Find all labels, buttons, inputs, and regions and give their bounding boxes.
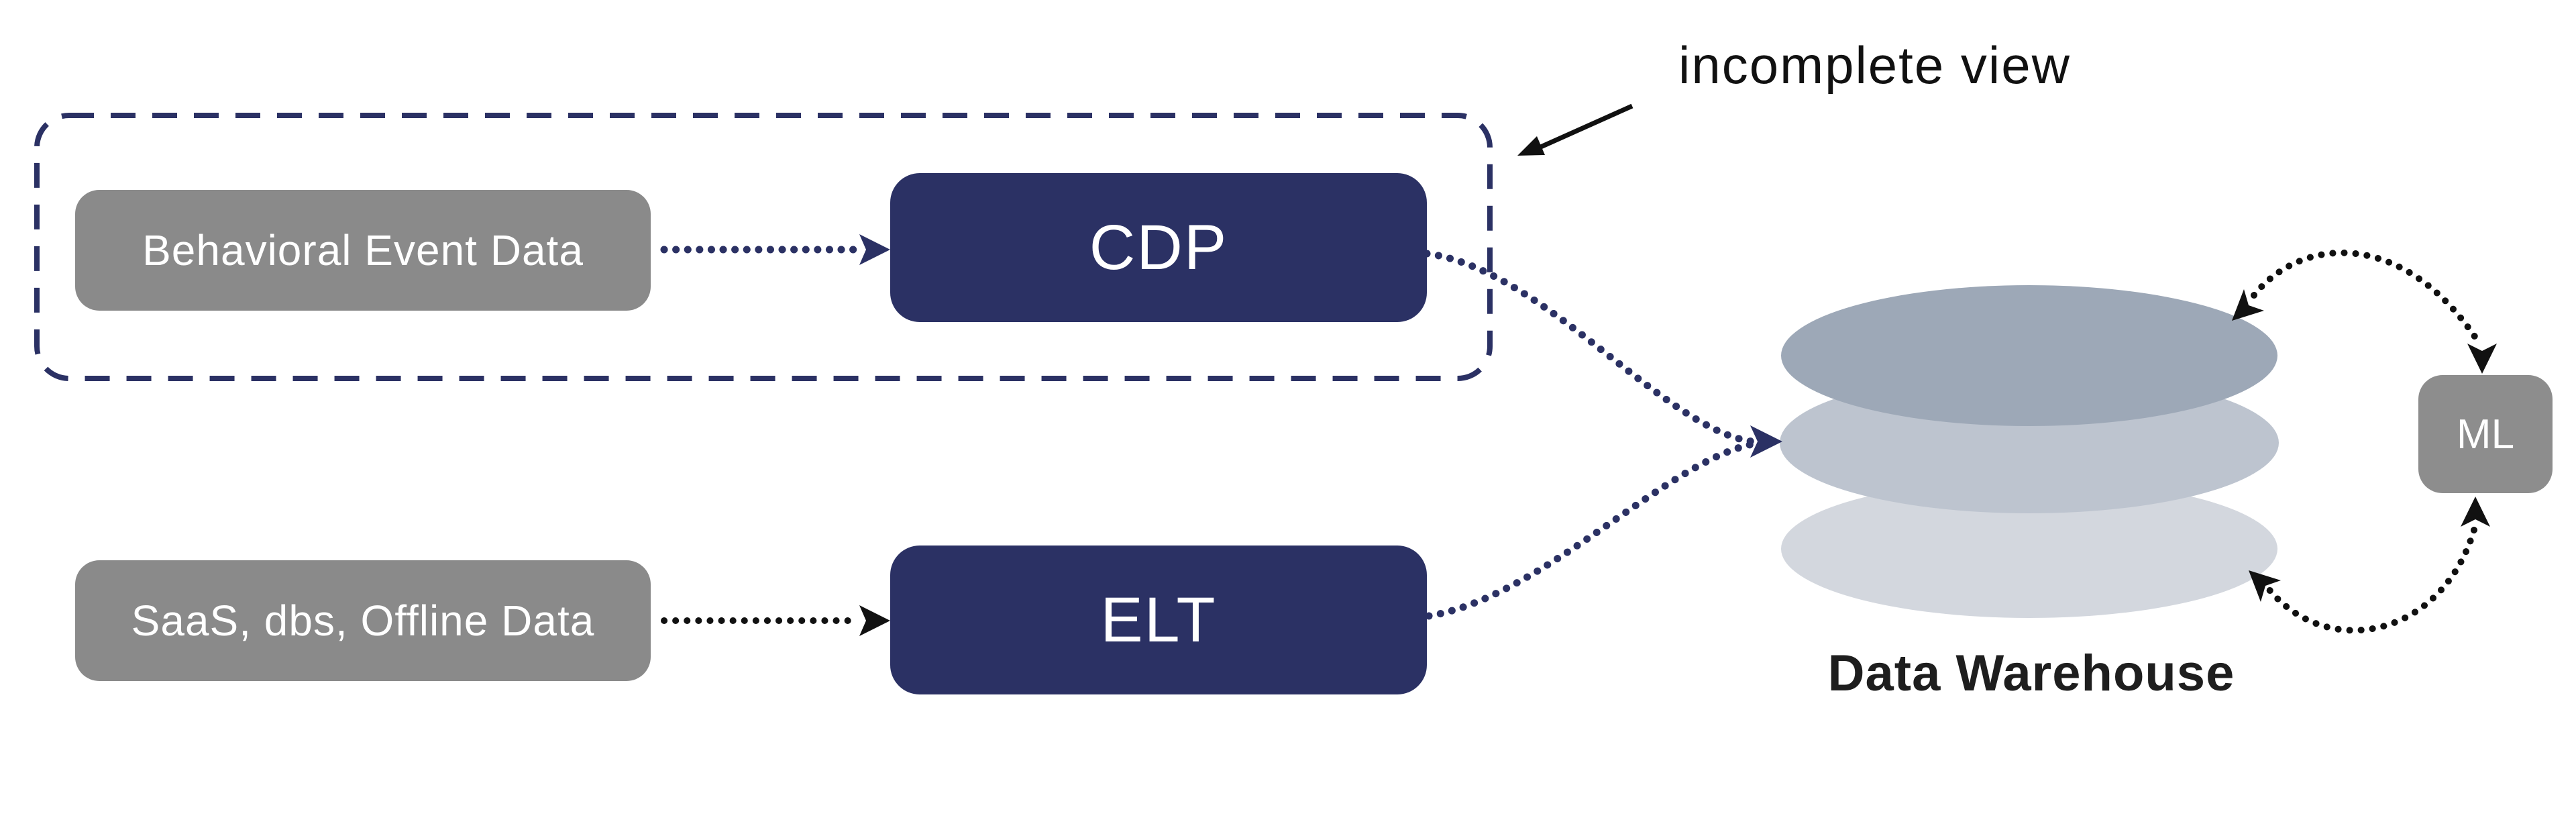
warehouse-to-ml-upper-curve (2251, 249, 2484, 349)
saas-dbs-offline-data-node: SaaS, dbs, Offline Data (75, 560, 651, 681)
lower-curve-ml-arrowhead-icon (2461, 497, 2490, 527)
upper-curve-disk-arrowhead-icon (2232, 289, 2264, 321)
cdp-node: CDP (890, 173, 1427, 322)
behavioral-to-cdp-arrowhead-icon (859, 234, 890, 265)
incomplete-view-pointer-arrowhead-icon (1517, 136, 1545, 156)
warehouse-disk-top (1781, 285, 2277, 426)
ml-label: ML (2456, 411, 2515, 458)
saas-to-elt-arrowhead-icon (859, 605, 890, 636)
incomplete-view-annotation: incomplete view (1678, 36, 2071, 95)
incomplete-view-pointer-line (1535, 103, 1633, 152)
elt-to-warehouse-curve (1425, 440, 1756, 620)
elt-node: ELT (890, 546, 1427, 694)
ml-node: ML (2418, 375, 2553, 493)
warehouse-disk-bottom (1781, 480, 2277, 618)
behavioral-event-data-label: Behavioral Event Data (142, 226, 584, 274)
elt-label: ELT (1100, 584, 1217, 656)
ml-to-warehouse-lower-curve (2265, 527, 2477, 634)
cdp-label: CDP (1089, 211, 1228, 283)
cdp-to-warehouse-curve (1423, 250, 1756, 446)
behavioral-event-data-node: Behavioral Event Data (75, 190, 651, 311)
upper-curve-ml-arrowhead-icon (2467, 344, 2497, 374)
warehouse-inbound-arrowhead-icon (1750, 425, 1782, 458)
lower-curve-disk-arrowhead-icon (2249, 570, 2281, 602)
data-warehouse-label: Data Warehouse (1827, 645, 2235, 702)
saas-dbs-offline-data-label: SaaS, dbs, Offline Data (131, 596, 595, 645)
incomplete-view-dashed-boundary (34, 113, 1493, 381)
